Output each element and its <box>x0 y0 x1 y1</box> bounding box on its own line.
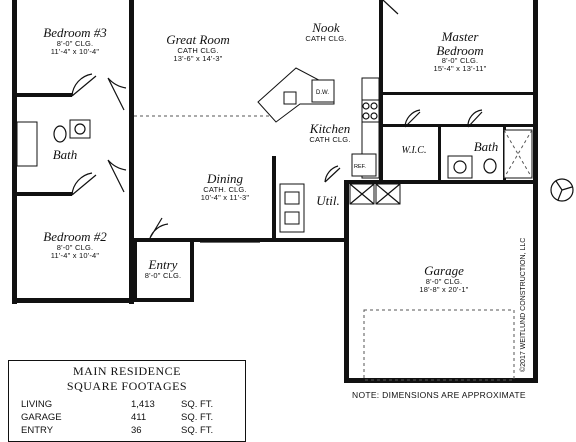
bath-fixtures <box>16 119 533 179</box>
room-bath-left: Bath <box>44 148 86 162</box>
room-size: 10'-4" x 11'-3" <box>200 192 250 202</box>
room-ceiling: 8'-0" CLG. <box>425 276 463 286</box>
room-entry: Entry 8'-0" CLG. <box>137 258 189 280</box>
row-unit: SQ. FT. <box>181 425 214 436</box>
room-name: Bedroom #3 <box>43 25 107 40</box>
table-title-line1: MAIN RESIDENCE <box>73 364 181 378</box>
room-bedroom2: Bedroom #2 8'-0" CLG. 11'-4" x 10'-4" <box>30 230 120 259</box>
row-value: 36 <box>131 425 142 436</box>
room-ceiling: 8'-0" CLG. <box>56 242 94 252</box>
square-footage-table: MAIN RESIDENCE SQUARE FOOTAGES LIVING 1,… <box>8 360 246 442</box>
row-value: 1,413 <box>131 399 155 410</box>
dishwasher-label: D.W. <box>316 90 329 96</box>
room-name: Util. <box>316 193 340 208</box>
room-bedroom3: Bedroom #3 8'-0" CLG. 11'-4" x 10'-4" <box>30 26 120 55</box>
room-ceiling: CATH CLG. <box>305 33 347 43</box>
copyright-text: ©2017 WEITLUND CONSTRUCTION, LLC <box>520 237 527 372</box>
floor-plan: D.W. REF. <box>12 0 574 383</box>
room-ceiling: CATH CLG. <box>177 45 219 55</box>
row-unit: SQ. FT. <box>181 399 214 410</box>
room-dining: Dining CATH. CLG. 10'-4" x 11'-3" <box>180 172 270 201</box>
room-name: Dining <box>206 171 244 186</box>
dashed-lines <box>134 115 515 381</box>
room-garage: Garage 8'-0" CLG. 18'-8" x 20'-1" <box>394 264 494 293</box>
room-name: Bedroom #2 <box>43 229 107 244</box>
row-value: 411 <box>131 412 147 423</box>
row-label: ENTRY <box>21 425 54 436</box>
room-name: W.I.C. <box>401 145 427 156</box>
room-size: 13'-6" x 14'-3" <box>173 53 223 63</box>
room-name: Garage <box>424 263 464 278</box>
room-util: Util. <box>308 194 348 208</box>
room-name: Great Room <box>166 32 230 47</box>
room-ceiling: CATH. CLG. <box>203 184 247 194</box>
room-name: Entry <box>148 257 178 272</box>
room-master-bedroom: Master Bedroom 8'-0" CLG. 15'-4" x 13'-1… <box>420 30 500 73</box>
room-great-room: Great Room CATH CLG. 13'-6" x 14'-3" <box>150 33 246 62</box>
room-name: Master Bedroom <box>436 29 484 58</box>
row-unit: SQ. FT. <box>181 412 214 423</box>
room-nook: Nook CATH CLG. <box>298 21 354 43</box>
refrigerator-label: REF. <box>354 164 366 170</box>
room-ceiling: 8'-0" CLG. <box>144 270 182 280</box>
fan-icon <box>550 178 574 202</box>
room-kitchen: Kitchen CATH CLG. <box>300 122 360 144</box>
dimensions-note: NOTE: DIMENSIONS ARE APPROXIMATE <box>352 390 526 400</box>
table-title-line2: SQUARE FOOTAGES <box>66 379 188 393</box>
room-size: 11'-4" x 10'-4" <box>50 250 100 260</box>
windows <box>55 238 260 303</box>
kitchen-counters <box>257 67 380 179</box>
room-size: 18'-8" x 20'-1" <box>419 284 469 294</box>
room-ceiling: 8'-0" CLG. <box>441 56 479 66</box>
room-ceiling: 8'-0" CLG. <box>56 38 94 48</box>
room-name: Bath <box>52 147 78 162</box>
room-wic: W.I.C. <box>392 145 436 157</box>
room-name: Bath <box>473 139 499 154</box>
utility-fixtures <box>279 183 401 233</box>
row-label: GARAGE <box>21 412 62 423</box>
row-label: LIVING <box>21 399 53 410</box>
room-bath-master: Bath <box>466 140 506 154</box>
room-name: Nook <box>312 20 340 35</box>
doors <box>71 0 483 239</box>
room-name: Kitchen <box>309 121 351 136</box>
room-ceiling: CATH CLG. <box>309 134 351 144</box>
room-size: 15'-4" x 13'-11" <box>433 64 487 74</box>
room-size: 11'-4" x 10'-4" <box>50 46 100 56</box>
